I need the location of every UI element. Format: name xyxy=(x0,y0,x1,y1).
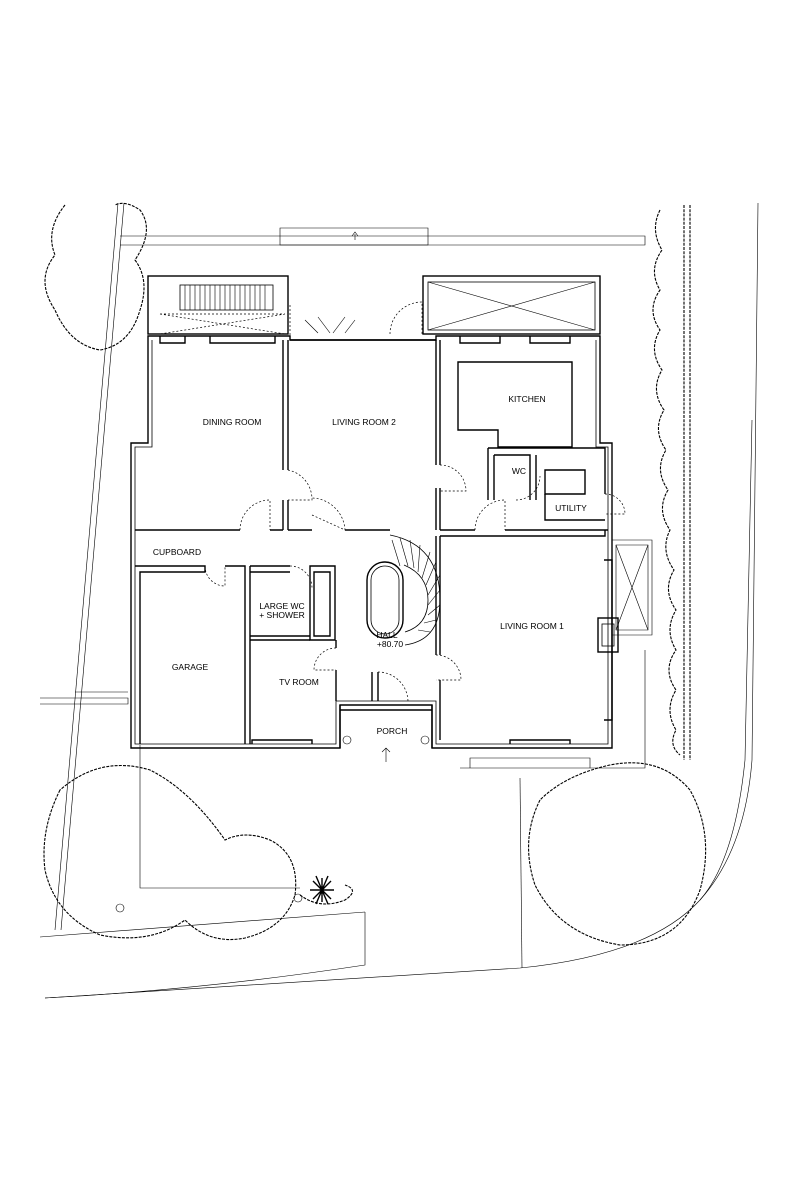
label-hall-level: +80.70 xyxy=(377,639,404,649)
interior-walls xyxy=(135,231,619,762)
tree-icon xyxy=(528,762,707,946)
door-swings xyxy=(204,301,626,703)
label-large-wc: LARGE WC xyxy=(259,601,304,611)
label-kitchen: KITCHEN xyxy=(508,394,545,404)
label-cupboard: CUPBOARD xyxy=(153,547,201,557)
label-living-room-1: LIVING ROOM 1 xyxy=(500,621,564,631)
label-tv-room: TV ROOM xyxy=(279,677,319,687)
tree-icon xyxy=(44,202,147,351)
label-hall: HALL xyxy=(376,630,398,640)
label-dining-room: DINING ROOM xyxy=(203,417,262,427)
tree-icon xyxy=(43,764,297,941)
hedge-icon xyxy=(652,205,691,760)
palm-plant-icon xyxy=(115,875,354,913)
site-boundary xyxy=(39,202,759,999)
label-living-room-2: LIVING ROOM 2 xyxy=(332,417,396,427)
rear-terrace xyxy=(147,275,601,335)
label-wc: WC xyxy=(512,466,526,476)
label-porch: PORCH xyxy=(377,726,408,736)
house-walls xyxy=(130,335,613,749)
label-shower: + SHOWER xyxy=(259,610,305,620)
label-utility: UTILITY xyxy=(555,503,587,513)
room-labels: DINING ROOM LIVING ROOM 2 KITCHEN WC UTI… xyxy=(153,394,587,736)
label-garage: GARAGE xyxy=(172,662,209,672)
